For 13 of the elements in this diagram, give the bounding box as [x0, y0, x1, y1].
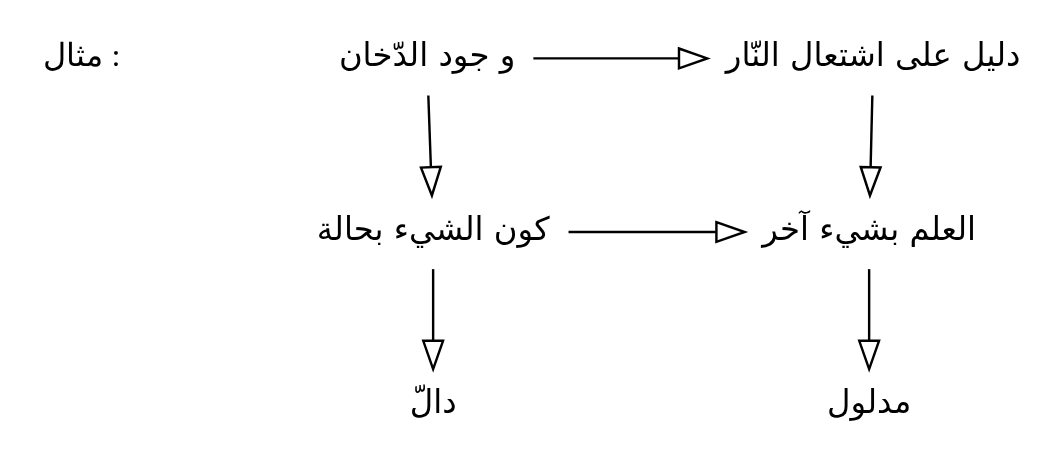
node-text: العلم بشيء آخر: [762, 209, 976, 248]
node-text: دليل على اشتعال النّار: [725, 36, 1021, 75]
arrow: [568, 220, 749, 244]
arrow: [857, 269, 881, 373]
arrow: [419, 95, 443, 200]
label: مثال :: [43, 37, 121, 74]
node-text: مدلول: [827, 383, 912, 422]
node-text: كون الشيء بحالة: [316, 209, 550, 248]
node-text: و جود الدّخان: [338, 36, 516, 75]
node-text: دالّ: [409, 383, 457, 422]
arrow: [533, 46, 711, 70]
arrow: [859, 95, 883, 200]
arrow: [421, 269, 445, 373]
